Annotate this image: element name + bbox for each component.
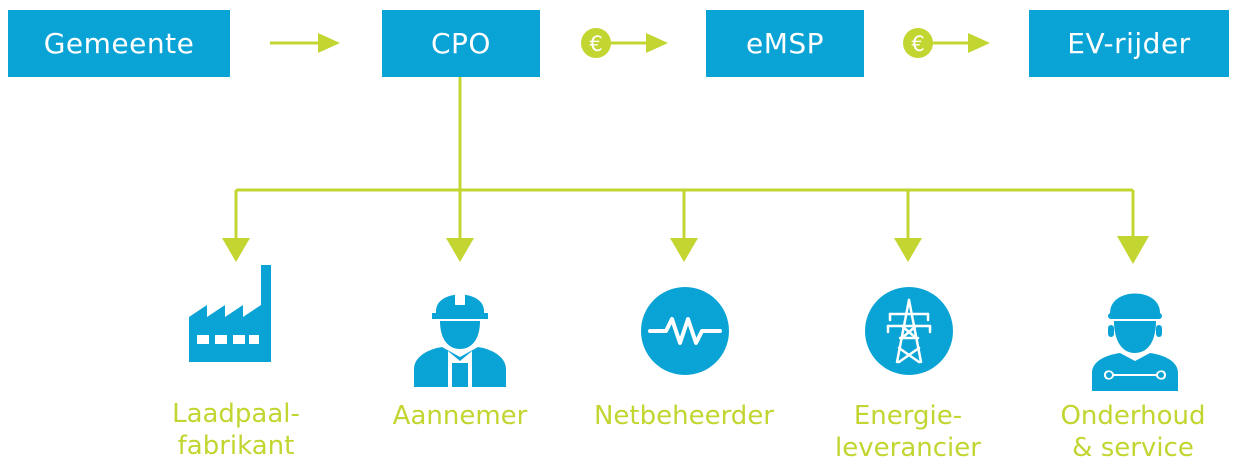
label-line-1: Laadpaal-	[172, 399, 300, 429]
emsp-label: eMSP	[745, 27, 825, 60]
stakeholder-label-energieleverancier: Energie- leverancier	[814, 400, 1002, 464]
cpo-box: CPO	[382, 10, 540, 77]
label-line-2: & service	[1072, 433, 1194, 463]
stakeholder-label-laadpaalfabrikant: Laadpaal- fabrikant	[148, 398, 324, 462]
label-line-1: Onderhoud	[1060, 401, 1206, 431]
emsp-to-ev-rijder-arrow: €	[903, 28, 990, 58]
stakeholder-label-aannemer: Aannemer	[370, 400, 550, 432]
cpo-to-emsp-arrow: €	[581, 28, 668, 58]
stakeholder-label-onderhoud-service: Onderhoud & service	[1040, 400, 1226, 464]
ev-rijder-box: EV-rijder	[1029, 10, 1229, 77]
power-pylon-icon	[865, 287, 953, 375]
mechanic-icon	[1092, 293, 1178, 391]
gemeente-to-cpo-arrow	[270, 33, 340, 53]
label-line-2: leverancier	[835, 433, 981, 463]
euro-symbol-2: €	[911, 32, 924, 56]
stakeholder-label-netbeheerder: Netbeheerder	[580, 400, 788, 432]
label-line-1: Aannemer	[392, 401, 528, 431]
label-line-2: fabrikant	[177, 431, 295, 461]
cpo-label: CPO	[431, 27, 491, 60]
grid-resistor-icon	[641, 287, 729, 375]
gemeente-label: Gemeente	[43, 27, 195, 60]
factory-icon	[189, 265, 271, 362]
emsp-box: eMSP	[706, 10, 864, 77]
cpo-distribution-tree	[234, 77, 1135, 240]
tree-arrowheads	[222, 236, 1149, 264]
euro-badge-2	[903, 28, 933, 58]
construction-worker-icon	[414, 287, 506, 387]
ev-rijder-label: EV-rijder	[1067, 27, 1191, 60]
label-line-1: Energie-	[853, 401, 963, 431]
euro-badge-1	[581, 28, 611, 58]
gemeente-box: Gemeente	[8, 10, 230, 77]
euro-symbol-1: €	[589, 32, 602, 56]
label-line-1: Netbeheerder	[593, 401, 775, 431]
